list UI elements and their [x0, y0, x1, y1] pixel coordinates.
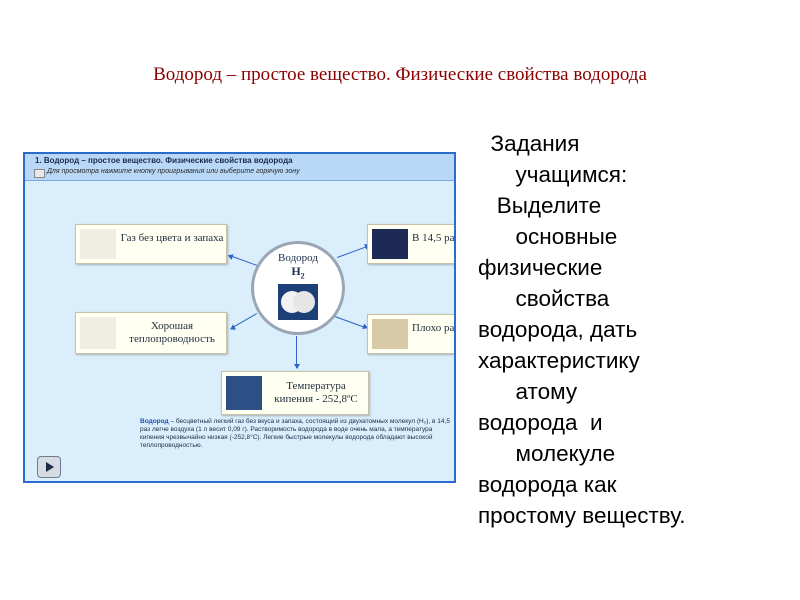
hydrogen-center[interactable]: Водород H2 [251, 241, 345, 335]
task-line: свойства [478, 286, 610, 311]
description-bold: Водород [140, 418, 169, 425]
center-label: Водород [278, 252, 318, 264]
description-text: – бесцветный легкий газ без вкуса и запа… [140, 418, 450, 449]
task-line: водорода и [478, 410, 603, 435]
card-conduct[interactable]: Хорошая теплопроводность [75, 312, 227, 354]
task-line: физические [478, 255, 603, 280]
flask-cooled-icon [226, 376, 262, 410]
arrow-solub [334, 316, 367, 329]
h2-molecule-icon [278, 284, 318, 320]
card-gas[interactable]: Газ без цвета и запаха [75, 224, 227, 264]
task-line: характеристику [478, 348, 640, 373]
screenshot-hint: Для просмотра нажмите кнопку проигрывани… [47, 168, 300, 175]
task-line: учащимся: [478, 162, 628, 187]
burner-icon [80, 317, 116, 349]
hint-icon [34, 169, 45, 178]
description: Водород – бесцветный легкий газ без вкус… [140, 418, 454, 450]
flask-icon [80, 229, 116, 259]
task-line: простому веществу. [478, 503, 686, 528]
arrow-conduct [230, 313, 257, 329]
card-solub[interactable]: Плохо растворим в воде [367, 314, 455, 354]
task-line: Выделите [478, 193, 602, 218]
screenshot-window-title: 1. Водород – простое вещество. Физически… [35, 156, 293, 165]
balloon-icon [372, 229, 408, 259]
card-lighter[interactable]: В 14,5 раз легче воздуха [367, 224, 455, 264]
task-line: водорода как [478, 472, 617, 497]
card-lighter-label: В 14,5 раз легче воздуха [412, 232, 455, 244]
play-button[interactable] [37, 456, 61, 478]
card-solub-label: Плохо растворим в воде [412, 322, 455, 334]
task-line: молекуле [478, 441, 616, 466]
task-line: атому [478, 379, 578, 404]
task-text: Задания учащимся: Выделите основные физич… [478, 128, 788, 531]
card-boil[interactable]: Температура кипения - 252,8ºС [221, 371, 369, 415]
card-conduct-label: Хорошая теплопроводность [129, 320, 215, 345]
arrow-boil [296, 336, 297, 368]
embedded-screenshot: 1. Водород – простое вещество. Физически… [23, 152, 456, 483]
screenshot-header: 1. Водород – простое вещество. Физически… [25, 154, 454, 181]
task-line: основные [478, 224, 618, 249]
slide-title: Водород – простое вещество. Физические с… [153, 64, 647, 85]
test-tube-icon [372, 319, 408, 349]
center-formula: H2 [254, 264, 342, 280]
task-line: Задания [478, 131, 580, 156]
task-line: водорода, дать [478, 317, 638, 342]
center-formula-main: H [291, 264, 301, 278]
card-gas-label: Газ без цвета и запаха [120, 232, 224, 244]
card-boil-label: Температура кипения - 252,8ºС [274, 380, 358, 405]
center-formula-sub: 2 [300, 271, 305, 281]
